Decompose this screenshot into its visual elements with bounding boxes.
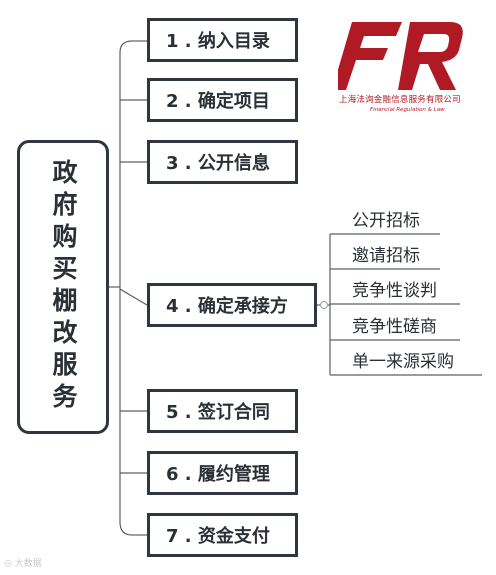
step-label: 7 . 资金支付 [166, 526, 270, 547]
logo-company-name-cn: 上海法询金融信息服务有限公司 [339, 95, 461, 105]
sub-method-competitive-consultation: 竞争性磋商 [352, 317, 437, 337]
step-label: 6 . 履约管理 [166, 464, 270, 485]
step-label: 1 . 纳入目录 [166, 31, 270, 52]
watermark-icon: ◎ [4, 559, 12, 569]
sub-method-open-tender: 公开招标 [352, 211, 420, 231]
logo-company-name-en: Financial Regulation & Law [370, 107, 445, 113]
sub-method-competitive-negotiation: 竞争性谈判 [352, 281, 437, 301]
step-node-7: 7 . 资金支付 [147, 513, 298, 557]
watermark-text: 大数据 [14, 559, 42, 569]
root-node: 政府购买棚改服务 [17, 140, 109, 434]
step-label: 2 . 确定项目 [166, 91, 270, 112]
step-node-5: 5 . 签订合同 [147, 389, 298, 433]
step-label: 5 . 签订合同 [166, 402, 270, 423]
step-node-2: 2 . 确定项目 [147, 78, 298, 122]
step-node-3: 3 . 公开信息 [147, 140, 298, 184]
step-node-6: 6 . 履约管理 [147, 451, 298, 495]
fr-logo-icon [338, 22, 463, 90]
step-node-1: 1 . 纳入目录 [147, 18, 298, 62]
root-label: 政府购买棚改服务 [49, 159, 78, 415]
sub-method-single-source: 单一来源采购 [352, 352, 454, 372]
step-node-4: 4 . 确定承接方 [147, 283, 317, 327]
step-label: 4 . 确定承接方 [166, 296, 288, 317]
watermark: ◎ 大数据 [4, 556, 42, 569]
sub-method-invited-tender: 邀请招标 [352, 246, 420, 266]
step-label: 3 . 公开信息 [166, 153, 270, 174]
